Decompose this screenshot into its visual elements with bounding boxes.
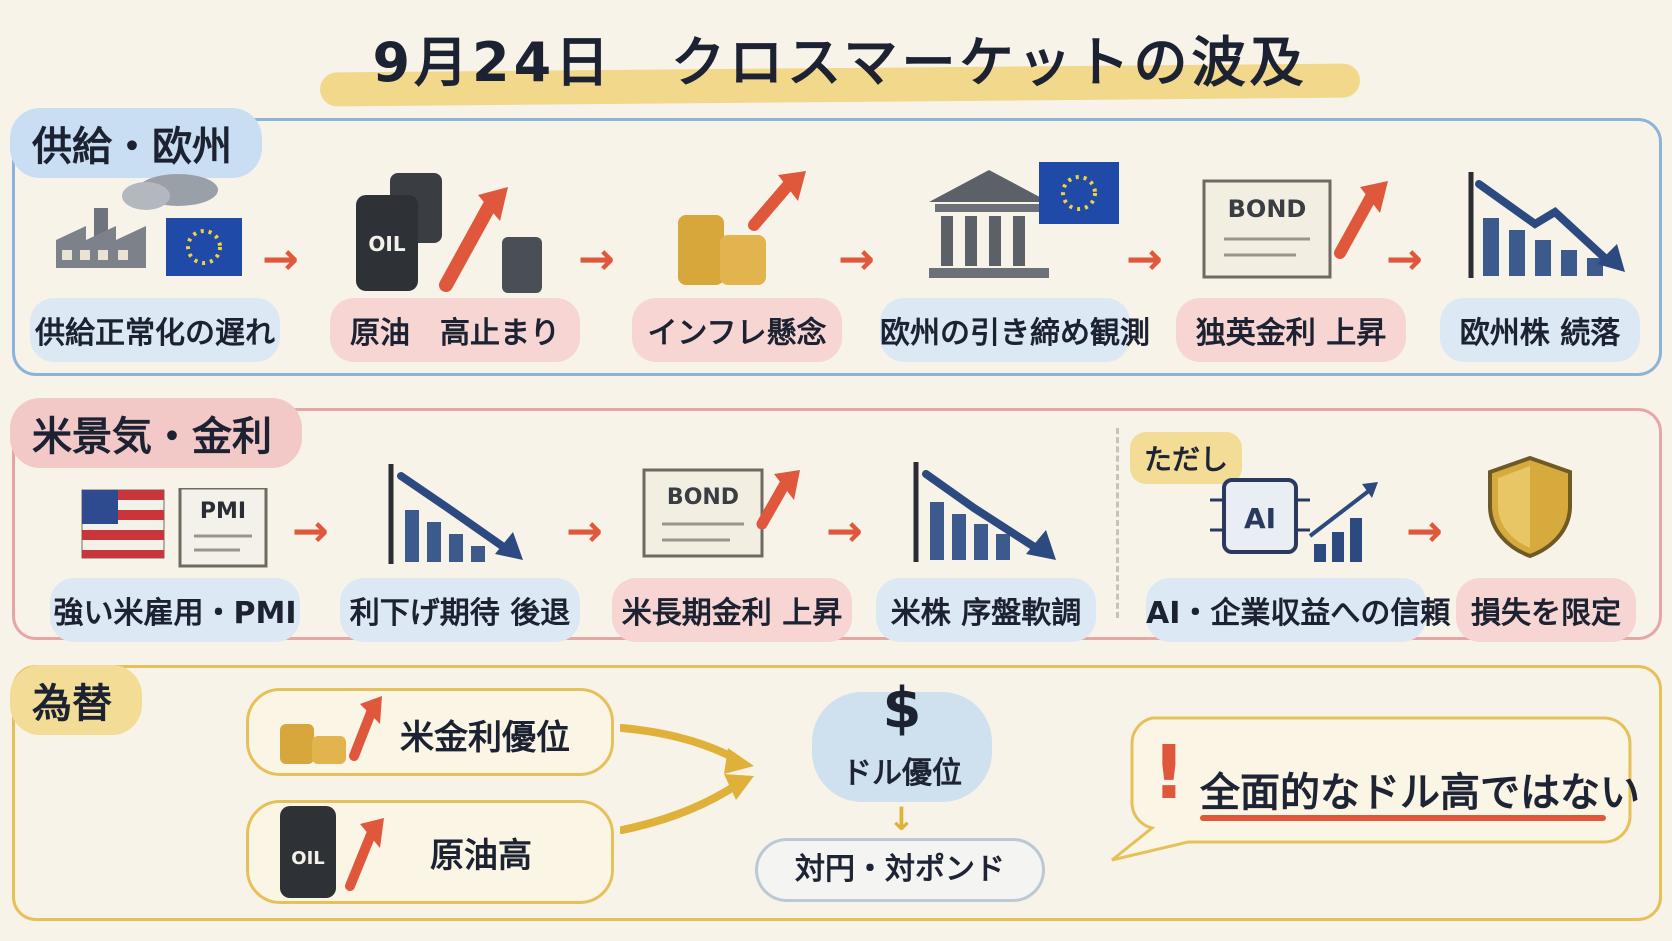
node-oil-high: 原油 高止まり bbox=[330, 298, 580, 362]
arrow-down-icon: ↓ bbox=[888, 800, 915, 838]
caveat-not-broad-dollar: 全面的なドル高ではない bbox=[1200, 770, 1640, 816]
node-eu-tightening: 欧州の引き締め観測 bbox=[880, 298, 1150, 362]
oil-text: OIL bbox=[368, 232, 405, 256]
node-supply-delay: 供給正常化の遅れ bbox=[30, 298, 280, 362]
title-area: 9月24日 クロスマーケットの波及 bbox=[300, 18, 1380, 108]
speech-bubble bbox=[1111, 716, 1632, 862]
section-label-us: 米景気・金利 bbox=[10, 398, 302, 468]
caveat-tag: ただし bbox=[1130, 432, 1243, 484]
factory-icon bbox=[56, 174, 218, 268]
dollar-cloud bbox=[812, 692, 992, 802]
arrow-right-icon: → bbox=[1126, 234, 1163, 285]
arrow-right-icon: → bbox=[262, 234, 299, 285]
arrow-right-icon: → bbox=[292, 506, 329, 557]
bond-text: BOND bbox=[1228, 195, 1307, 223]
arrow-right-icon: → bbox=[838, 234, 875, 285]
bond-certificate-icon: BOND bbox=[642, 468, 800, 558]
converge-arrows-icon bbox=[620, 724, 754, 834]
central-bank-icon bbox=[929, 162, 1119, 278]
section-label-fx: 為替 bbox=[10, 665, 142, 735]
arrow-right-icon: → bbox=[566, 506, 603, 557]
bond-text: BOND bbox=[667, 485, 739, 510]
dollar-advantage: ドル優位 bbox=[842, 756, 962, 791]
vs-yen-pound: 対円・対ポンド bbox=[755, 838, 1045, 902]
down-chart-icon bbox=[1468, 172, 1625, 278]
shield-icon bbox=[1488, 455, 1572, 559]
arrow-right-icon: → bbox=[826, 506, 863, 557]
dollar-icon: $ bbox=[882, 676, 922, 741]
node-limit-losses: 損失を限定 bbox=[1456, 578, 1636, 642]
down-chart-icon bbox=[913, 462, 1056, 562]
oil-text: OIL bbox=[291, 848, 324, 869]
oil-barrel-icon: OIL bbox=[280, 806, 384, 898]
node-ai-earnings-confidence: AI・企業収益への信頼 bbox=[1146, 578, 1450, 642]
ai-text: AI bbox=[1244, 502, 1276, 535]
driver-oil-label: 原油高 bbox=[430, 836, 532, 876]
node-inflation: インフレ懸念 bbox=[632, 298, 842, 362]
ai-chip-icon: AI bbox=[1210, 478, 1378, 562]
fx-panel bbox=[12, 665, 1662, 921]
section-label-supply: 供給・欧州 bbox=[10, 108, 262, 178]
driver-us-rate-label: 米金利優位 bbox=[400, 718, 570, 758]
node-us-stocks-soft: 米株 序盤軟調 bbox=[876, 578, 1096, 642]
coins-up-icon bbox=[280, 696, 382, 764]
arrow-right-icon: → bbox=[1386, 234, 1423, 285]
pmi-text: PMI bbox=[200, 499, 246, 524]
page-title: 9月24日 クロスマーケットの波及 bbox=[372, 31, 1308, 94]
node-eu-stocks-fall: 欧州株 続落 bbox=[1440, 298, 1640, 362]
bond-certificate-icon: BOND bbox=[1202, 179, 1388, 279]
node-rate-cut-hopes-recede: 利下げ期待 後退 bbox=[340, 578, 580, 642]
coins-up-icon bbox=[678, 171, 806, 285]
node-us-long-yields-up: 米長期金利 上昇 bbox=[612, 578, 852, 642]
down-chart-icon bbox=[388, 464, 523, 564]
divider bbox=[1116, 428, 1119, 618]
arrow-right-icon: → bbox=[1406, 506, 1443, 557]
us-flag-pmi-icon: PMI bbox=[81, 488, 268, 568]
node-de-uk-yields: 独英金利 上昇 bbox=[1176, 298, 1406, 362]
eu-flag-icon bbox=[166, 218, 242, 276]
oil-barrel-icon: OIL bbox=[356, 173, 542, 293]
caveat-underline bbox=[1200, 815, 1606, 821]
node-strong-us-jobs: 強い米雇用・PMI bbox=[50, 578, 300, 642]
warning-icon: ! bbox=[1152, 730, 1186, 816]
arrow-right-icon: → bbox=[578, 234, 615, 285]
supply-panel bbox=[12, 118, 1662, 376]
